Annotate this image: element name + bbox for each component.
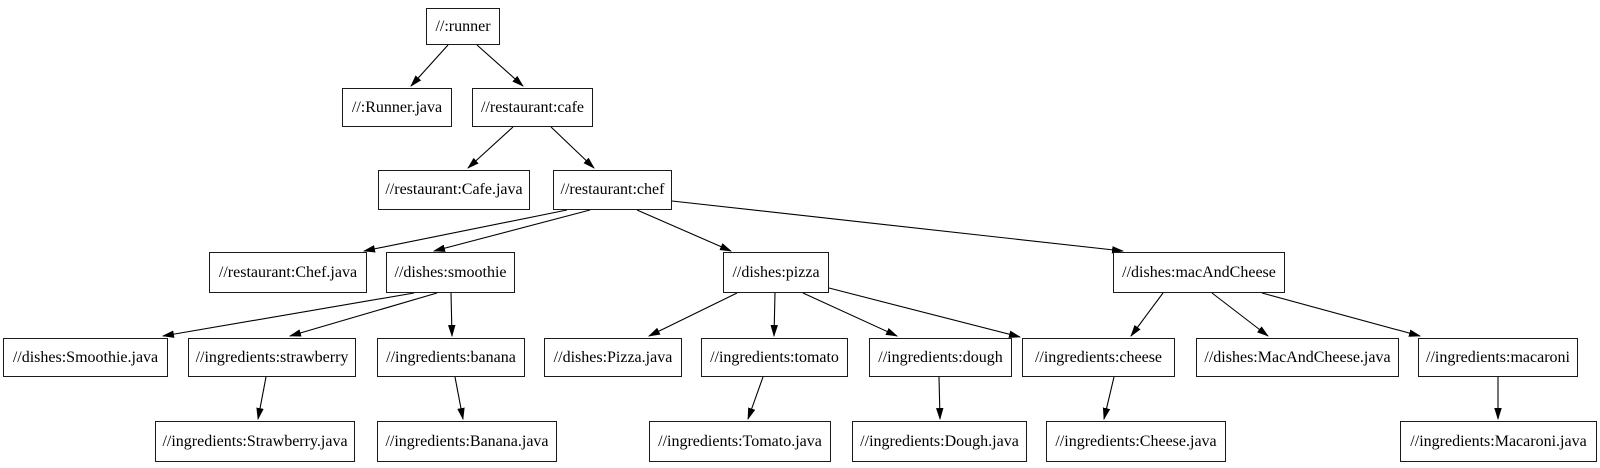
- graph-edge-banana-to-banana-java: [454, 376, 465, 421]
- graph-edge-cafe-to-cafe-java: [467, 126, 514, 169]
- graph-edge-pizza-to-pizza-java: [648, 292, 738, 337]
- graph-edge-macandcheese-to-cheese: [1130, 292, 1164, 337]
- graph-node-smoothie: //dishes:smoothie: [386, 252, 515, 293]
- graph-edge-macandcheese-to-macandcheese-java: [1211, 292, 1269, 337]
- graph-node-strawberry-java: //ingredients:Strawberry.java: [155, 421, 355, 462]
- graph-node-cafe: //restaurant:cafe: [472, 88, 593, 127]
- graph-edge-pizza-to-tomato: [770, 292, 778, 338]
- graph-edge-chef-to-smoothie: [432, 209, 591, 252]
- graph-edge-chef-to-pizza: [636, 209, 733, 252]
- graph-edge-chef-to-macandcheese: [671, 200, 1125, 254]
- graph-edge-cafe-to-chef: [550, 126, 595, 169]
- graph-node-macaroni: //ingredients:macaroni: [1418, 338, 1578, 377]
- graph-edge-smoothie-to-smoothie-java: [161, 292, 415, 338]
- graph-node-banana-java: //ingredients:Banana.java: [377, 421, 557, 462]
- graph-node-cheese-java: //ingredients:Cheese.java: [1046, 421, 1226, 462]
- graph-edge-macandcheese-to-macaroni: [1261, 292, 1422, 337]
- graph-edge-runner-to-cafe: [476, 44, 524, 87]
- graph-edge-smoothie-to-banana: [448, 292, 456, 338]
- graph-node-macandcheese-java: //dishes:MacAndCheese.java: [1196, 338, 1399, 377]
- graph-edge-strawberry-to-strawberry-java: [256, 376, 267, 421]
- graph-node-macaroni-java: //ingredients:Macaroni.java: [1400, 421, 1597, 462]
- graph-node-runner: //:runner: [426, 8, 500, 45]
- graph-node-strawberry: //ingredients:strawberry: [188, 338, 356, 377]
- graph-node-pizza: //dishes:pizza: [723, 252, 829, 293]
- graph-node-tomato-java: //ingredients:Tomato.java: [649, 421, 831, 462]
- graph-node-smoothie-java: //dishes:Smoothie.java: [3, 338, 168, 377]
- graph-node-runner-java: //:Runner.java: [342, 88, 452, 127]
- graph-node-tomato: //ingredients:tomato: [701, 338, 848, 377]
- graph-edge-chef-to-chef-java: [362, 209, 568, 253]
- graph-node-cafe-java: //restaurant:Cafe.java: [378, 170, 530, 210]
- graph-node-dough-java: //ingredients:Dough.java: [852, 421, 1027, 462]
- graph-edge-dough-to-dough-java: [935, 376, 944, 421]
- graph-edge-tomato-to-tomato-java: [747, 376, 764, 421]
- graph-node-chef-java: //restaurant:Chef.java: [209, 252, 367, 293]
- graph-node-dough: //ingredients:dough: [869, 338, 1012, 377]
- graph-edge-cheese-to-cheese-java: [1102, 376, 1115, 421]
- graph-edge-smoothie-to-strawberry: [288, 292, 438, 337]
- graph-node-chef: //restaurant:chef: [553, 170, 672, 210]
- graph-node-macandcheese: //dishes:macAndCheese: [1113, 252, 1285, 293]
- graph-node-pizza-java: //dishes:Pizza.java: [544, 338, 682, 377]
- graph-edge-runner-to-runner-java: [410, 44, 449, 87]
- graph-edge-pizza-to-cheese: [828, 287, 1022, 338]
- graph-node-banana: //ingredients:banana: [377, 338, 525, 377]
- graph-node-cheese: //ingredients:cheese: [1022, 338, 1175, 377]
- graph-edge-pizza-to-dough: [802, 292, 899, 337]
